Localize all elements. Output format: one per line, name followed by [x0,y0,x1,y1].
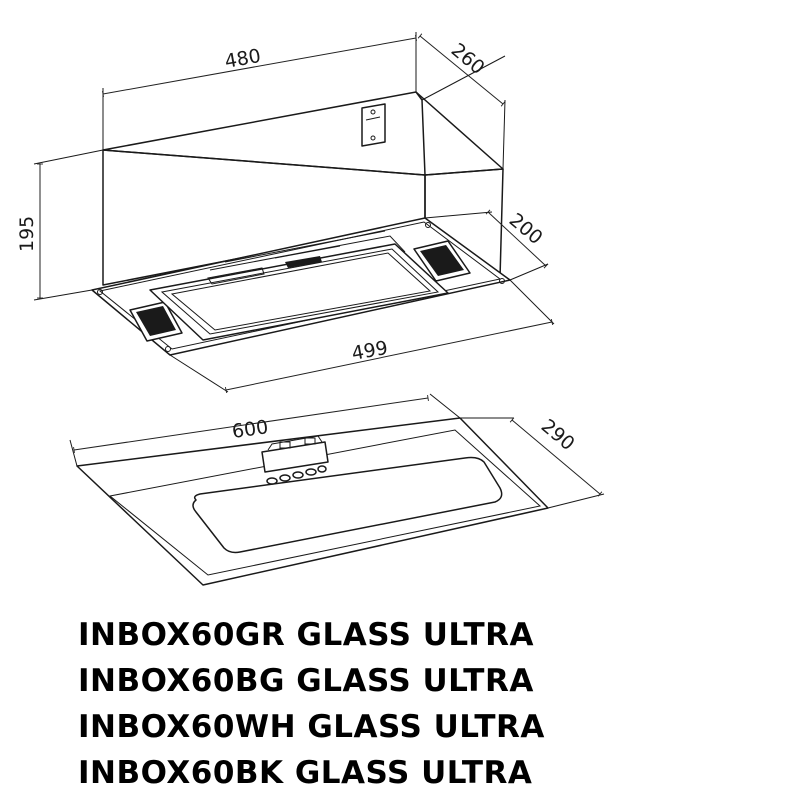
model-name: INBOX60BK GLASS ULTRA [78,755,533,791]
dim-front-depth: 200 [505,209,547,249]
model-name: INBOX60BG GLASS ULTRA [78,663,534,699]
dim-top-width: 480 [223,45,263,73]
dim-front-width: 499 [350,337,390,365]
model-name: INBOX60WH GLASS ULTRA [78,709,545,745]
upper-dimensions: 480 260 195 200 499 [16,32,555,394]
control-buttons [266,465,327,485]
dim-panel-width: 600 [231,416,270,443]
model-list: INBOX60GR GLASS ULTRA INBOX60BG GLASS UL… [78,612,778,796]
glass-panel-drawing [76,417,549,586]
hood-body-drawing [91,91,511,356]
dim-height: 195 [16,216,38,252]
dim-panel-depth: 290 [537,415,579,455]
technical-drawing: 480 260 195 200 499 [16,32,605,586]
dim-top-depth: 260 [447,39,489,79]
model-name: INBOX60GR GLASS ULTRA [78,617,535,653]
